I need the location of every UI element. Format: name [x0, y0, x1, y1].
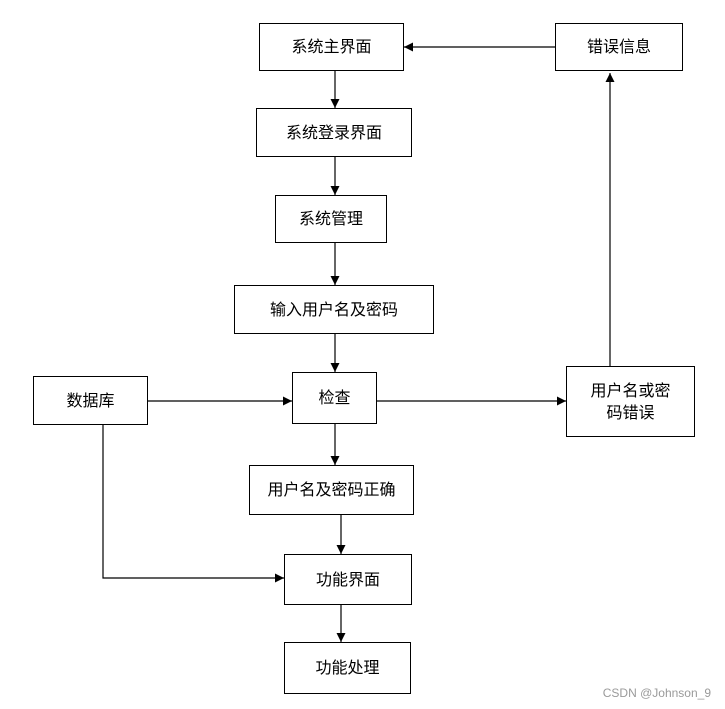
credentials-correct-box: 用户名及密码正确: [249, 465, 414, 515]
database-box: 数据库: [33, 376, 148, 425]
function-process-label: 功能处理: [315, 658, 380, 677]
credentials-wrong-box: 用户名或密 码错误: [566, 366, 695, 437]
watermark: CSDN @Johnson_9: [602, 686, 711, 700]
error-info-label: 错误信息: [586, 37, 651, 56]
credentials-wrong-label-line2: 码错误: [606, 402, 655, 422]
arrow-database-to-function: [102, 425, 284, 583]
system-manage-label: 系统管理: [298, 209, 363, 228]
function-process-box: 功能处理: [284, 642, 411, 694]
error-info-box: 错误信息: [555, 23, 683, 71]
login-ui-box: 系统登录界面: [256, 108, 412, 157]
main-ui-box: 系统主界面: [259, 23, 404, 71]
function-ui-box: 功能界面: [284, 554, 412, 605]
credentials-correct-label: 用户名及密码正确: [267, 480, 396, 499]
credentials-wrong-label-line1: 用户名或密: [590, 380, 671, 400]
check-label: 检查: [318, 388, 351, 407]
check-box: 检查: [292, 372, 377, 424]
function-ui-label: 功能界面: [315, 569, 380, 589]
input-credentials-box: 输入用户名及密码: [234, 285, 434, 334]
main-ui-label: 系统主界面: [291, 37, 372, 56]
system-manage-box: 系统管理: [275, 195, 387, 243]
input-credentials-label: 输入用户名及密码: [269, 299, 398, 319]
database-label: 数据库: [66, 390, 115, 410]
login-ui-label: 系统登录界面: [285, 122, 382, 142]
